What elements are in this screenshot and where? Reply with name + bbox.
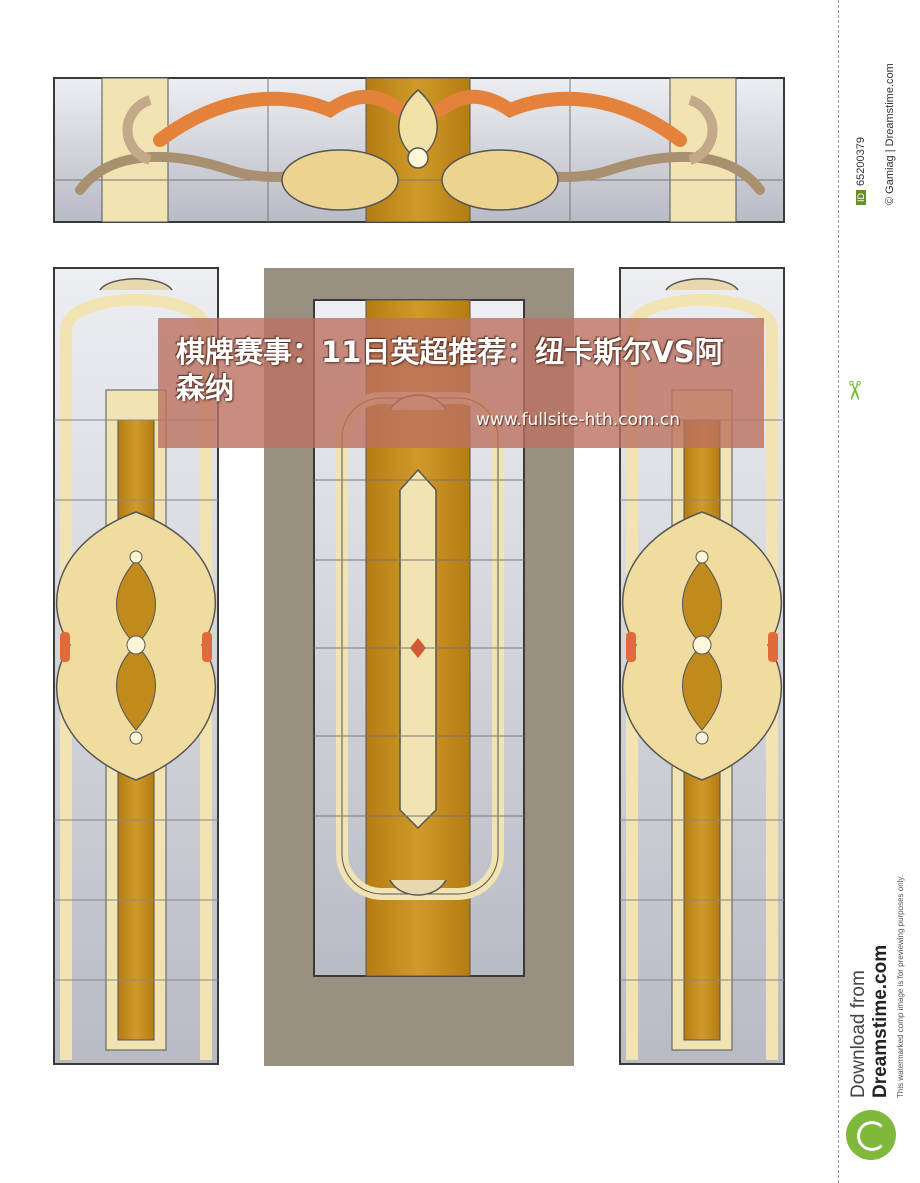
dreamstime-logo-icon xyxy=(846,1110,896,1160)
right-side-panel xyxy=(619,267,785,1065)
id-number: 65200379 xyxy=(855,137,867,186)
id-label: ID xyxy=(856,190,866,205)
image-id: ID 65200379 xyxy=(855,137,867,205)
overlay-banner xyxy=(158,318,764,448)
scissors-icon: ✂ xyxy=(839,379,870,402)
dashed-divider xyxy=(838,0,839,1183)
overlay-title: 棋牌赛事：11日英超推荐：纽卡斯尔VS阿森纳 xyxy=(176,335,724,405)
credit-line: © Gamiag | Dreamstime.com xyxy=(884,63,896,205)
download-from-text: Download from xyxy=(848,970,869,1098)
overlay-url: www.fullsite-hth.com.cn xyxy=(476,410,681,430)
brand-text: Dreamstime.com xyxy=(870,944,891,1098)
top-transom-panel xyxy=(53,77,785,223)
watermark-note: This watermarked comp image is for previ… xyxy=(896,874,905,1098)
left-side-panel xyxy=(53,267,219,1065)
